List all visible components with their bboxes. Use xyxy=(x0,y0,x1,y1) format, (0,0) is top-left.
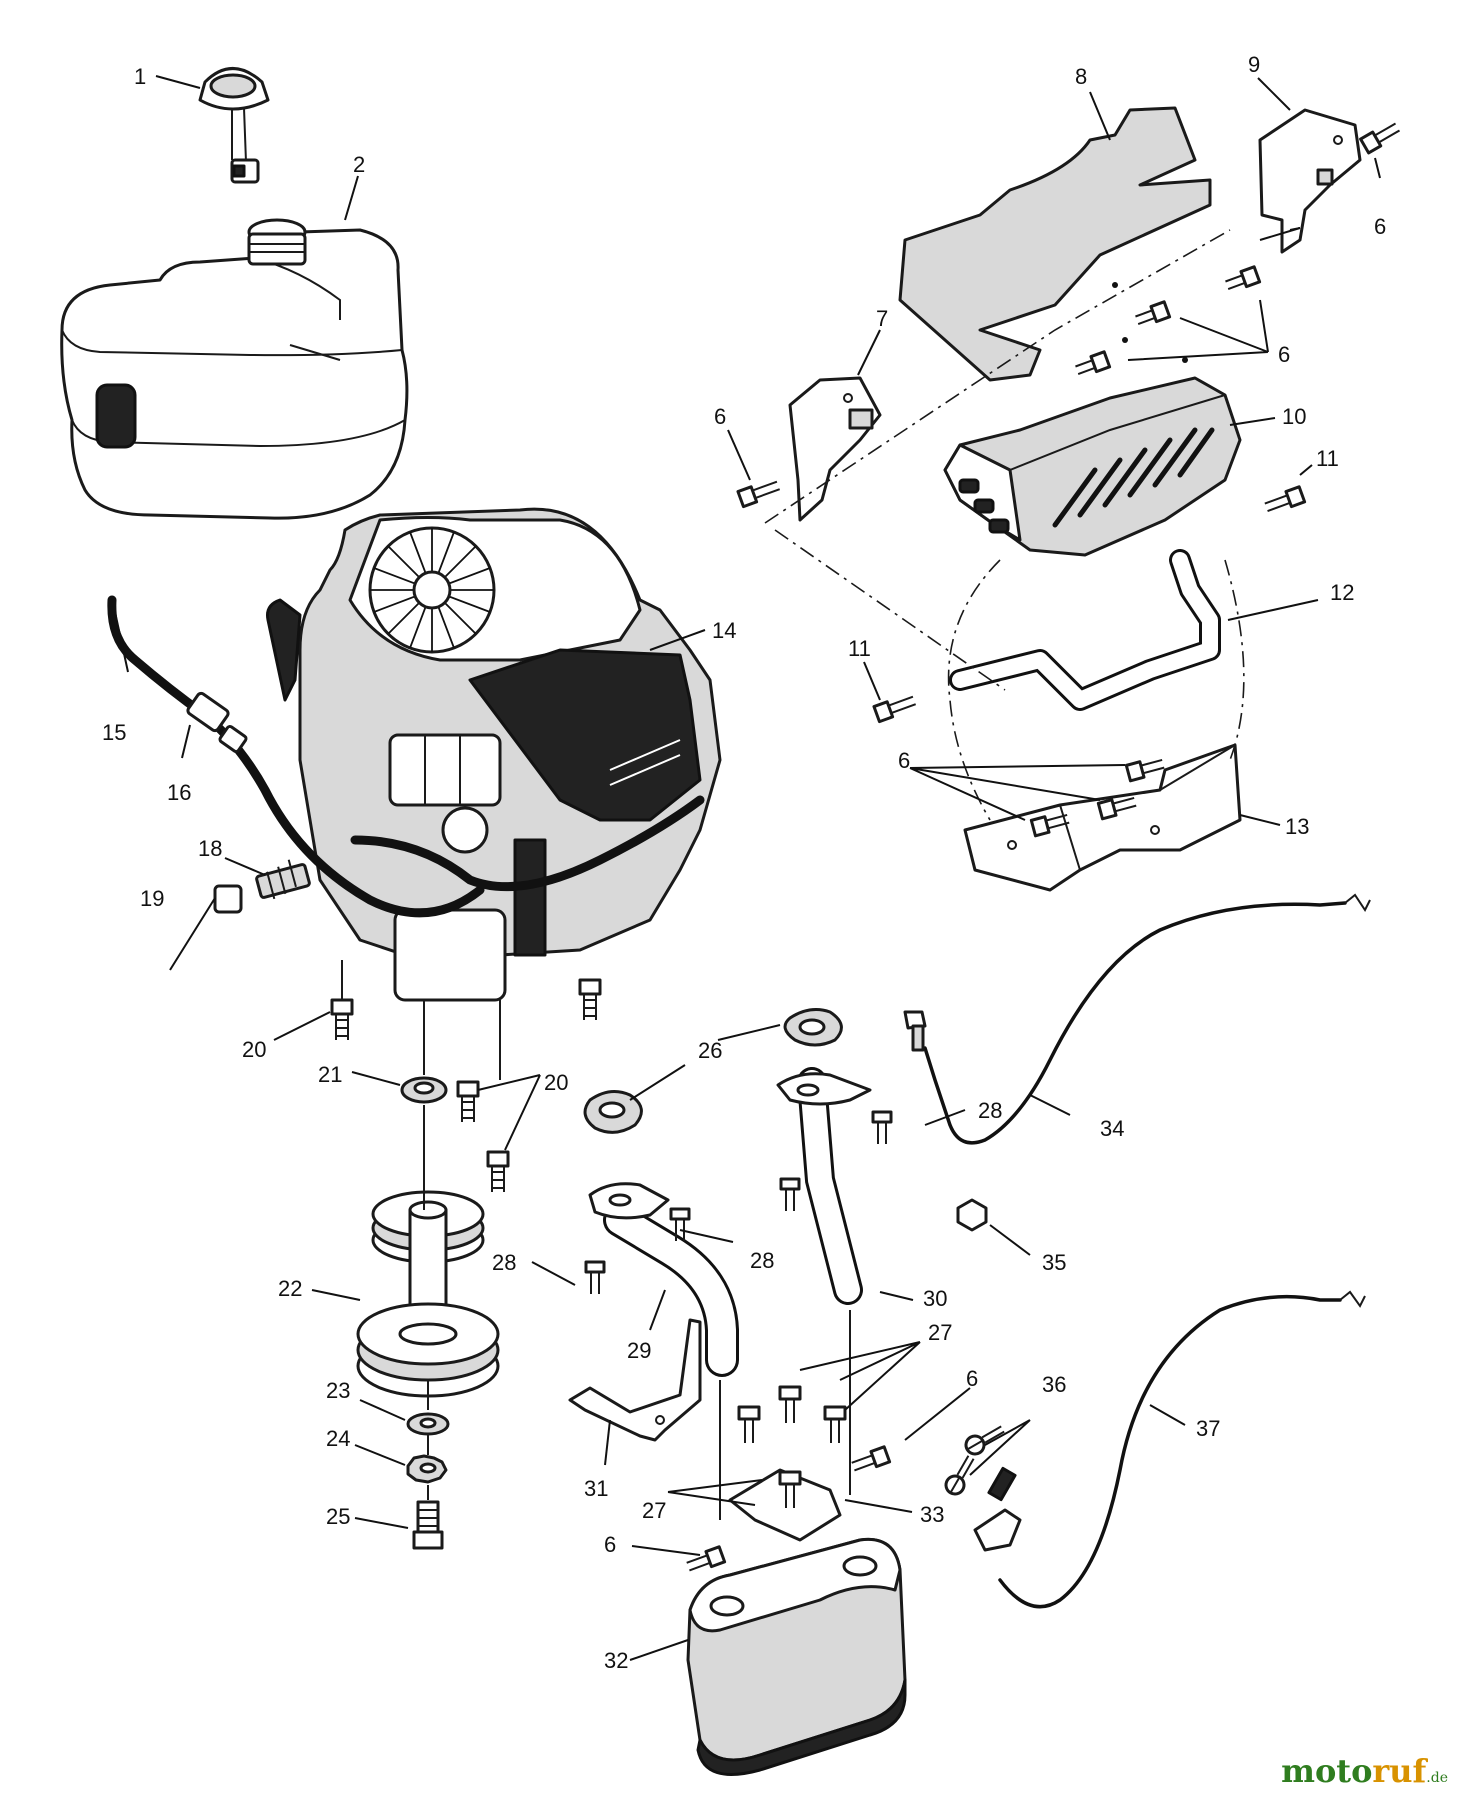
callout: 13 xyxy=(1285,814,1309,839)
callout: 21 xyxy=(318,1062,342,1087)
fuel-cap-icon xyxy=(198,67,270,184)
engine-icon xyxy=(266,507,722,1002)
watermark-logo: motoruf.de xyxy=(1281,1752,1448,1790)
callout: 12 xyxy=(1330,580,1354,605)
callout: 26 xyxy=(698,1038,722,1063)
callout: 6 xyxy=(1374,214,1386,239)
callout: 30 xyxy=(923,1286,947,1311)
screw-icon xyxy=(736,122,1401,838)
assembly-lines xyxy=(764,229,1245,821)
washer-icon xyxy=(406,1412,450,1436)
watermark-brand-b: ruf xyxy=(1372,1752,1427,1790)
callout: 22 xyxy=(278,1276,302,1301)
lock-washer-icon xyxy=(406,1454,448,1484)
callout: 14 xyxy=(712,618,736,643)
watermark-tld: .de xyxy=(1426,1770,1448,1786)
callout: 34 xyxy=(1100,1116,1124,1141)
bolt-icon xyxy=(330,978,602,1192)
callout: 6 xyxy=(1278,342,1290,367)
bracket-icon xyxy=(788,376,882,522)
pulley-icon xyxy=(356,1190,500,1398)
watermark-brand-a: moto xyxy=(1281,1752,1373,1790)
callout: 28 xyxy=(492,1250,516,1275)
callout: 18 xyxy=(198,836,222,861)
callout: 25 xyxy=(326,1504,350,1529)
fuel-tank-icon xyxy=(60,218,409,520)
callout: 16 xyxy=(167,780,191,805)
callout: 23 xyxy=(326,1378,350,1403)
bolt-icon xyxy=(412,1500,444,1550)
callout: 6 xyxy=(898,748,910,773)
fitting-icon xyxy=(213,859,311,914)
callout: 15 xyxy=(102,720,126,745)
assembly-lines xyxy=(341,960,851,1520)
callout: 32 xyxy=(604,1648,628,1673)
bracket-icon xyxy=(568,1318,702,1442)
cable-icon xyxy=(903,893,1371,1232)
heat-shield-icon xyxy=(898,106,1212,382)
callout: 9 xyxy=(1248,52,1260,77)
callout: 35 xyxy=(1042,1250,1066,1275)
callout: 24 xyxy=(326,1426,350,1451)
callout: 8 xyxy=(1075,64,1087,89)
callout: 10 xyxy=(1282,404,1306,429)
callout: 28 xyxy=(978,1098,1002,1123)
callout: 31 xyxy=(584,1476,608,1501)
callout-labels: 1 2 8 9 6 6 7 6 10 11 12 14 15 16 11 6 1… xyxy=(102,52,1386,1673)
callout: 33 xyxy=(920,1502,944,1527)
screw-icon xyxy=(584,1110,893,1572)
callout: 20 xyxy=(544,1070,568,1095)
callout: 20 xyxy=(242,1037,266,1062)
bracket-icon xyxy=(1258,108,1362,254)
callout: 19 xyxy=(140,886,164,911)
callout: 1 xyxy=(134,64,146,89)
gasket-icon xyxy=(583,1008,843,1134)
cable-icon xyxy=(973,1290,1366,1609)
callout: 28 xyxy=(750,1248,774,1273)
callout: 6 xyxy=(714,404,726,429)
callout: 27 xyxy=(928,1320,952,1345)
callout: 6 xyxy=(966,1366,978,1391)
callout: 2 xyxy=(353,152,365,177)
callout: 27 xyxy=(642,1498,666,1523)
leader-lines xyxy=(114,75,1381,1661)
callout: 11 xyxy=(848,636,871,661)
callout: 37 xyxy=(1196,1416,1220,1441)
screw-icon xyxy=(944,1425,1005,1496)
callout: 11 xyxy=(1316,446,1339,471)
callout: 36 xyxy=(1042,1372,1066,1397)
exhaust-pipe-icon xyxy=(588,1067,872,1377)
hose-icon xyxy=(107,595,705,918)
filter-icon xyxy=(186,691,248,754)
callout: 7 xyxy=(876,306,888,331)
callout: 29 xyxy=(627,1338,651,1363)
muffler-icon xyxy=(686,1537,907,1776)
callout: 6 xyxy=(604,1532,616,1557)
muffler-guard-icon xyxy=(943,376,1242,557)
frame-icon xyxy=(949,549,1221,711)
spacer-icon xyxy=(400,1076,448,1104)
